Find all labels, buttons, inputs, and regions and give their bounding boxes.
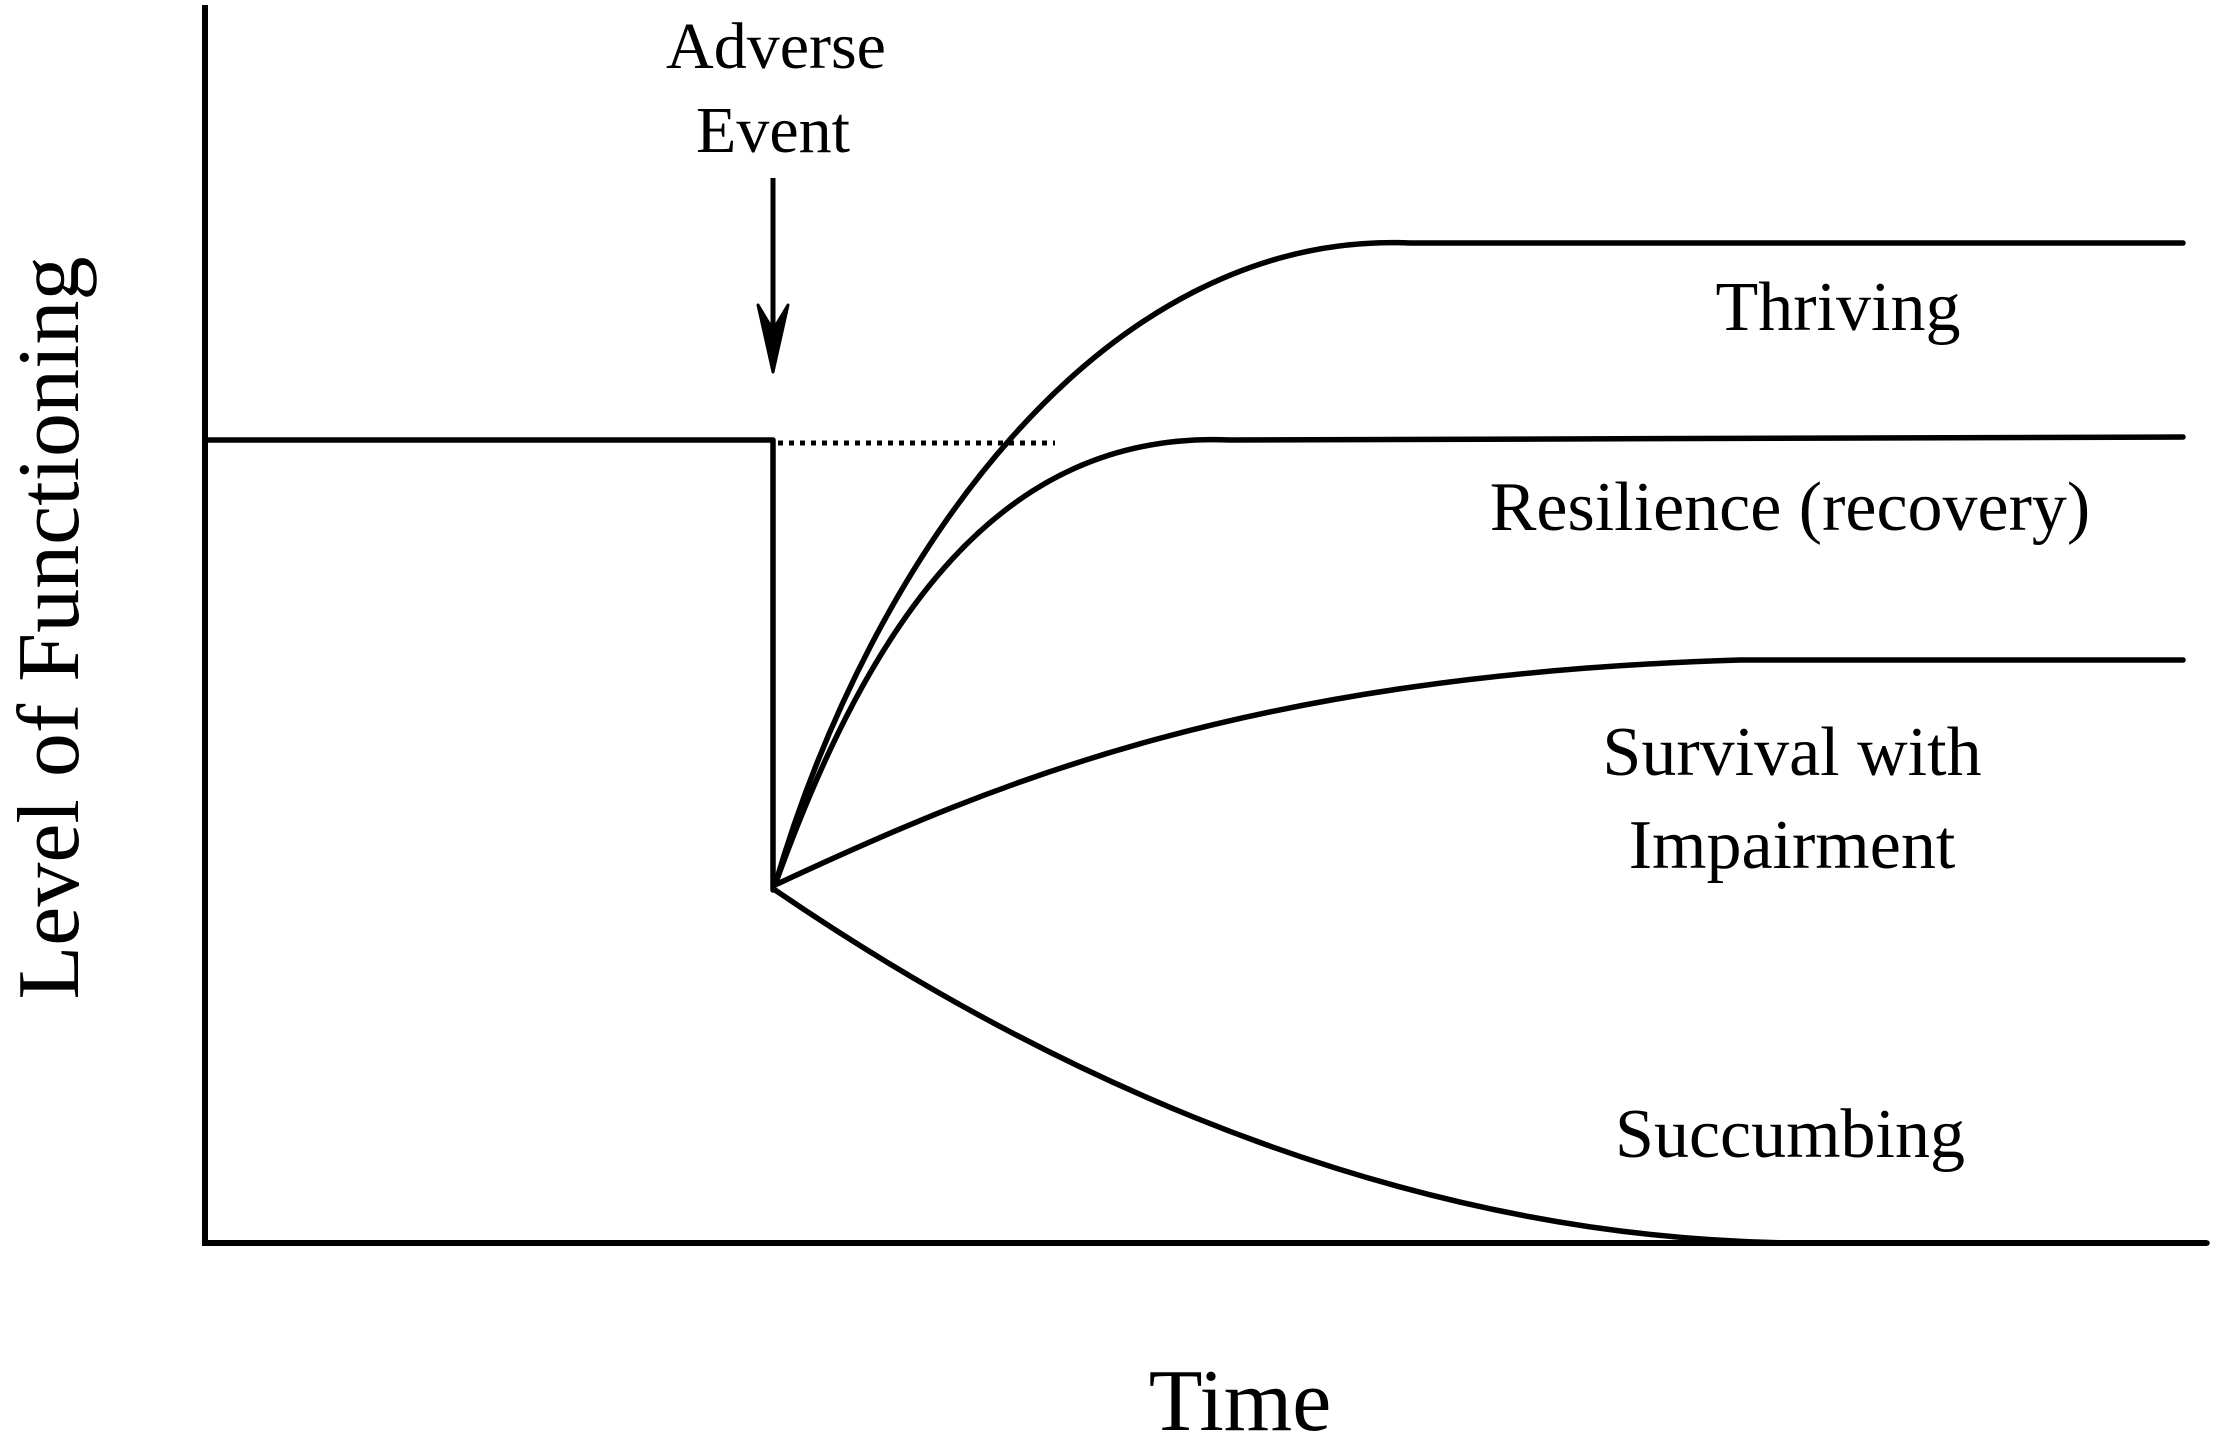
survival-label-line1: Survival with: [1602, 714, 1981, 791]
adverse-event-arrow: [756, 178, 790, 374]
survival-curve: [772, 657, 2186, 888]
resilience-curve: [772, 434, 2186, 888]
survival-label-line2: Impairment: [1629, 807, 1956, 884]
thriving-label: Thriving: [1716, 269, 1961, 346]
y-axis-title: Level of Functioning: [1, 257, 98, 1000]
succumbing-curve: [772, 887, 2210, 1246]
adverse-event-label-line1: Adverse: [666, 10, 886, 83]
adverse-event-label-line2: Event: [696, 94, 850, 167]
thriving-curve: [772, 240, 2186, 888]
x-axis-title: Time: [1149, 1353, 1332, 1450]
resilience-label: Resilience (recovery): [1490, 469, 2091, 546]
succumbing-label: Succumbing: [1615, 1096, 1965, 1173]
baseline-functioning-line: [202, 437, 776, 893]
